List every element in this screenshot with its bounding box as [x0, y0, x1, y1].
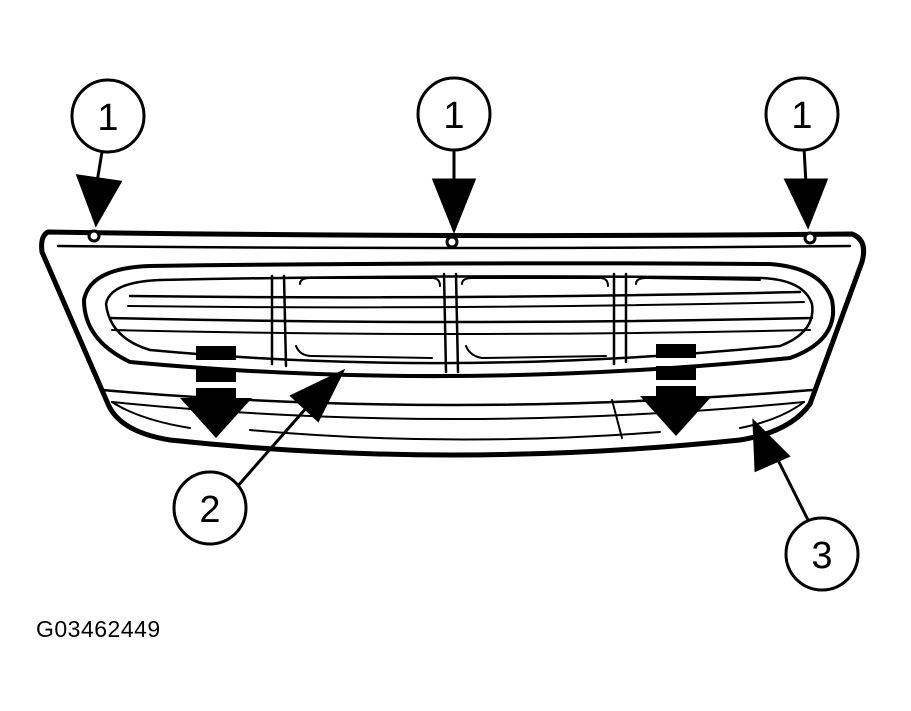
clip-center — [445, 235, 459, 249]
callout-1-center: 1 — [416, 76, 492, 152]
grille-opening — [82, 261, 836, 379]
callout-label: 3 — [811, 535, 832, 577]
removal-arrows — [180, 344, 712, 438]
down-arrow-right-icon — [640, 344, 712, 436]
callout-label: 1 — [97, 97, 118, 139]
callout-label: 1 — [443, 95, 464, 137]
figure-id: G03462449 — [36, 616, 161, 642]
arrowhead-icon — [431, 178, 477, 235]
arrowhead-icon — [752, 418, 791, 473]
callout-1-left: 1 — [70, 78, 146, 154]
callout-2: 2 — [172, 470, 248, 546]
arrowhead-icon — [289, 368, 346, 423]
leader-arrow-3 — [752, 418, 814, 529]
callout-label: 2 — [199, 489, 220, 531]
arrowhead-icon — [783, 178, 829, 230]
callout-label: 1 — [791, 95, 812, 137]
callout-3: 3 — [784, 516, 860, 592]
top-clips — [87, 229, 817, 249]
clip-left — [87, 229, 101, 243]
leader-arrows-1 — [75, 147, 829, 235]
callout-1-right: 1 — [764, 76, 840, 152]
leader-arrow-2 — [234, 368, 346, 489]
clip-right — [803, 231, 817, 245]
arrowhead-icon — [75, 174, 123, 228]
down-arrow-left-icon — [180, 346, 252, 438]
